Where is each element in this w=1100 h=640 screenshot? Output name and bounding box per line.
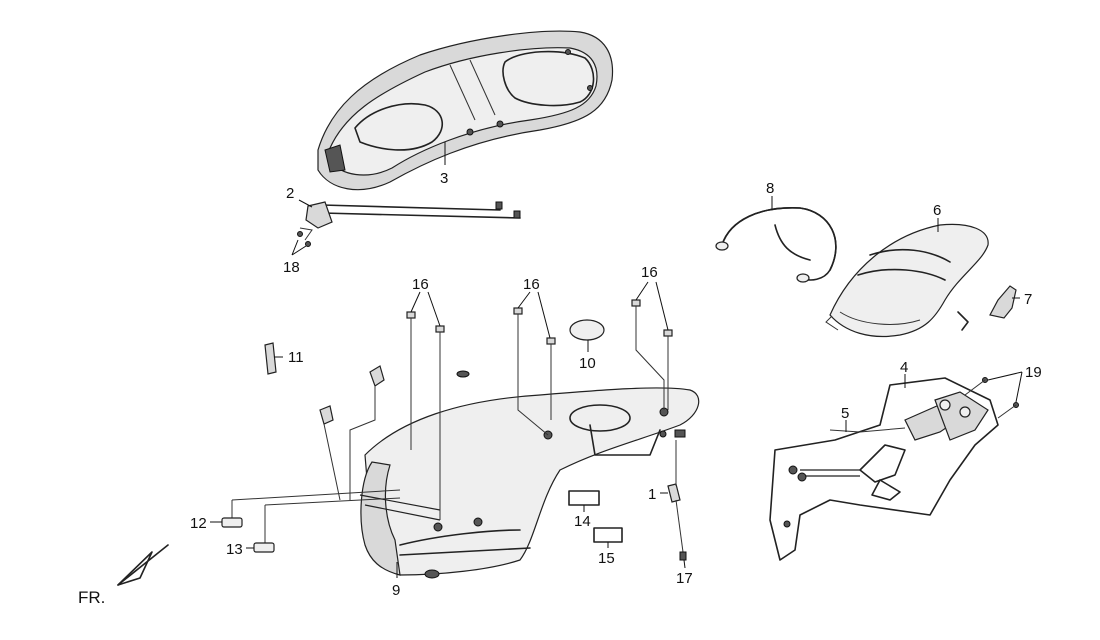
label-11: 11 (288, 349, 304, 366)
wire-harness (221, 489, 441, 553)
label-16b: 16 (523, 276, 540, 293)
label-5: 5 (841, 405, 849, 422)
label-6: 6 (933, 202, 941, 219)
front-marker-label: FR. (78, 588, 105, 607)
seat-part (317, 30, 614, 191)
switch-part-1 (667, 440, 687, 561)
label-16c: 16 (641, 264, 658, 281)
label-3: 3 (440, 170, 448, 187)
helmet-box-part (360, 370, 700, 579)
label-14: 14 (574, 513, 591, 530)
bracket-part-7 (989, 285, 1017, 319)
leader-lines (210, 142, 1023, 578)
label-16a: 16 (412, 276, 429, 293)
label-4: 4 (900, 359, 908, 376)
seat-lock-cable-part (297, 201, 521, 247)
box-brackets (319, 365, 385, 425)
grab-rail-part (715, 207, 837, 283)
label-9: 9 (392, 582, 400, 599)
label-13: 13 (226, 541, 243, 558)
label-10: 10 (579, 355, 596, 372)
label-15: 15 (598, 550, 615, 567)
clip-part-11 (264, 342, 277, 375)
label-8: 8 (766, 180, 774, 197)
label-19: 19 (1025, 364, 1042, 381)
label-2: 2 (286, 185, 294, 202)
label-7: 7 (1024, 291, 1032, 308)
label-12: 12 (190, 515, 207, 532)
label-1: 1 (648, 486, 656, 503)
label-18: 18 (283, 259, 300, 276)
rear-fender-part (825, 223, 989, 338)
cap-part-10 (569, 319, 605, 341)
front-direction-arrow (117, 544, 169, 586)
screws-part-16 (406, 299, 673, 354)
latch-plate-part (769, 377, 1019, 561)
label-17: 17 (676, 570, 693, 587)
